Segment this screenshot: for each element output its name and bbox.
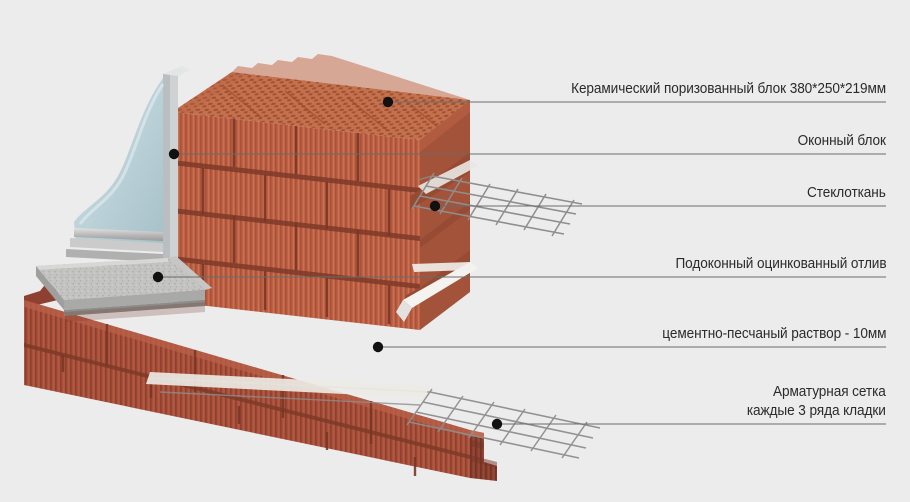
callout-label-line: каждые 3 ряда кладки [747, 402, 886, 419]
leader-dot-galvanized-sill [152, 271, 164, 283]
callout-label-line: Керамический поризованный блок 380*250*2… [571, 81, 886, 97]
callout-label-line: Подоконный оцинкованный отлив [674, 256, 886, 272]
galvanized-window-sill [36, 256, 212, 322]
reinforcing-mesh-upper [411, 160, 583, 237]
callout-label-line: Арматурная сетка [773, 384, 886, 400]
callout-label-line: цементно-песчаный раствор - 10мм [661, 326, 886, 342]
callout-label-ceramic-block: Керамический поризованный блок 380*250*2… [571, 80, 886, 99]
leader-dot-fiberglass-cloth [429, 200, 441, 212]
ceramic-block-wall-upper [172, 54, 470, 330]
cement-sand-mortar-layer [396, 262, 478, 322]
leader-dot-cement-sand-mortar [372, 341, 384, 353]
cement-sand-mortar-layer-lower [146, 372, 430, 398]
leader-dot-reinforcing-mesh [491, 418, 503, 430]
callout-leader-lines [152, 96, 886, 430]
callout-label-cement-sand-mortar: цементно-песчаный раствор - 10мм [662, 325, 886, 344]
callout-label-galvanized-sill: Подоконный оцинкованный отлив [675, 255, 886, 274]
callout-label-line: Стеклоткань [807, 185, 886, 201]
callout-label-window-block: Оконный блок [798, 132, 886, 151]
callout-label-reinforcing-mesh: Арматурная сетка каждые 3 ряда кладки [747, 383, 886, 420]
leader-dot-ceramic-block [382, 96, 394, 108]
leader-dot-window-block [168, 148, 180, 160]
callout-label-line: Оконный блок [797, 133, 886, 149]
callout-label-fiberglass-cloth: Стеклоткань [807, 184, 886, 203]
window-block-glass [66, 66, 190, 272]
ceramic-block-wall-lower [24, 283, 497, 481]
